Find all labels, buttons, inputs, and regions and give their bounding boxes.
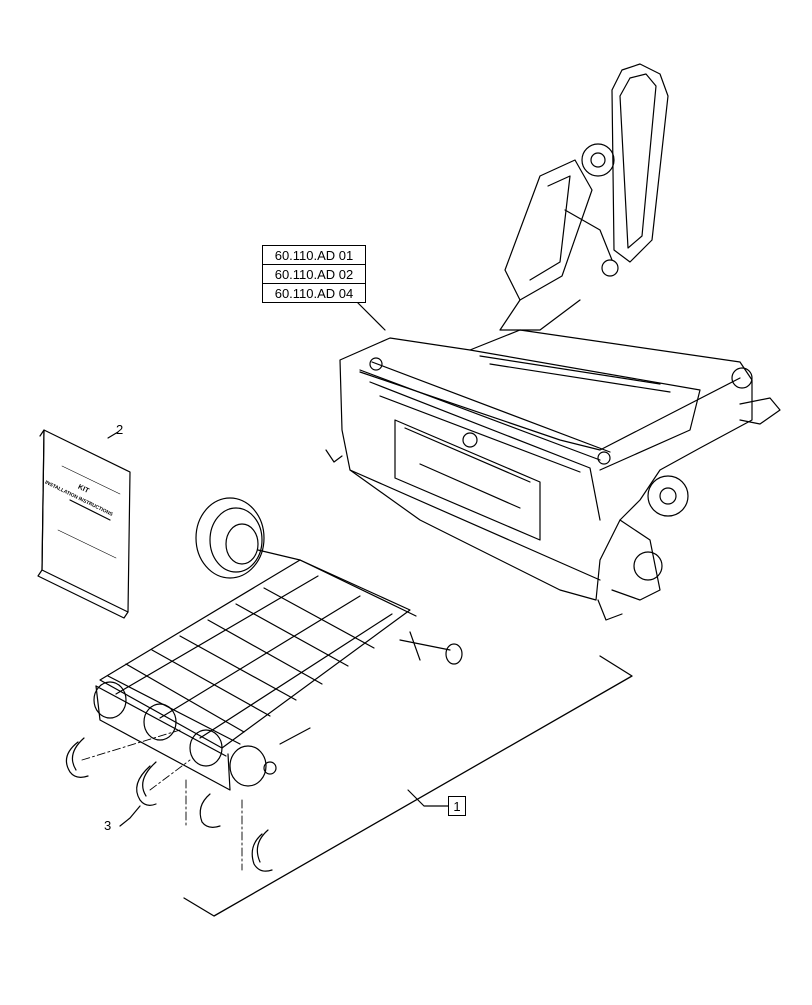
installation-manual-drawing	[37, 429, 131, 619]
reference-box-01[interactable]: 60.110.AD 01	[262, 245, 366, 265]
svg-text:KIT: KIT	[77, 484, 91, 496]
reference-leader-line	[354, 299, 386, 331]
assembly-bracket	[183, 655, 633, 917]
machine-frame	[325, 63, 781, 621]
reference-box-02[interactable]: 60.110.AD 02	[262, 264, 366, 284]
assembly-leader-line	[407, 789, 449, 807]
callout-item-3[interactable]: 3	[104, 818, 112, 833]
conveyor-assembly	[93, 497, 463, 791]
retaining-clips	[65, 737, 273, 872]
callout-item-2[interactable]: 2	[116, 422, 124, 437]
manual-leader-line	[107, 431, 119, 439]
clip-leader-line	[119, 805, 141, 827]
manual-cover-text: KIT INSTALLATION INSTRUCTIONS	[44, 480, 114, 518]
callout-item-1[interactable]: 1	[448, 796, 466, 816]
reference-box-04[interactable]: 60.110.AD 04	[262, 283, 366, 303]
center-lines	[81, 729, 243, 871]
